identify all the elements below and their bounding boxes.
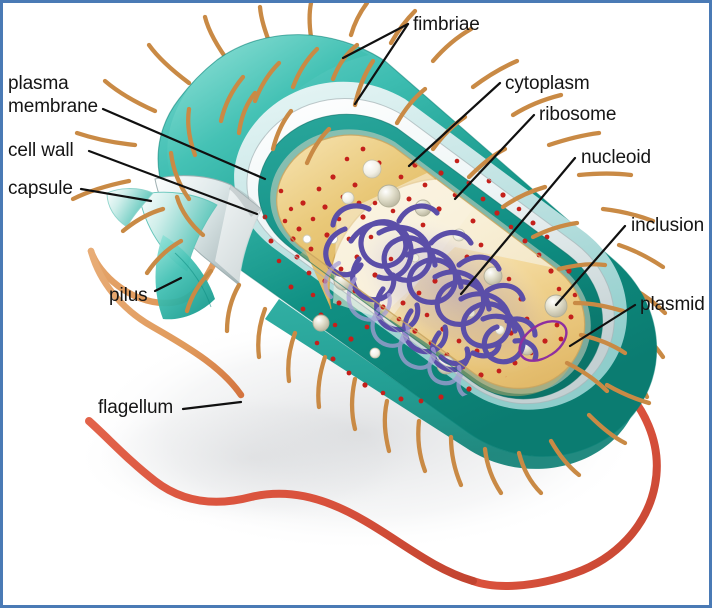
leader-nucleoid <box>459 156 577 296</box>
leader-ribosome <box>453 113 536 201</box>
leader-lines <box>79 22 637 411</box>
cut-edge-outlines <box>246 98 615 405</box>
fimbriae-front-layer <box>120 42 652 496</box>
leader-pilus <box>153 276 183 293</box>
cell-illustration <box>70 3 668 590</box>
label-plasmid: plasmid <box>640 294 705 315</box>
leader-fimbriae-a <box>341 22 410 60</box>
label-ribosome: ribosome <box>539 104 617 125</box>
label-nucleoid: nucleoid <box>581 147 651 168</box>
label-flagellum: flagellum <box>98 397 174 418</box>
leader-inclusion <box>554 224 627 307</box>
cell-wall-peeled-flap <box>106 175 262 320</box>
label-inclusion: inclusion <box>631 215 705 236</box>
label-pilus: pilus <box>109 285 148 306</box>
label-plasma_membrane: plasma <box>8 73 69 94</box>
leader-cytoplasm <box>407 81 502 168</box>
leader-capsule <box>79 187 153 203</box>
label-membrane_line2: membrane <box>8 96 99 117</box>
leader-flagellum <box>181 400 243 411</box>
cytoplasm-contents <box>262 146 578 404</box>
leader-cell-wall <box>87 149 259 216</box>
label-cell_wall: cell wall <box>8 140 74 161</box>
plasmid <box>518 320 568 362</box>
leader-plasma-membrane <box>101 107 267 181</box>
leader-plasmid <box>568 303 637 348</box>
leader-fimbriae-b <box>353 22 410 106</box>
label-cytoplasm: cytoplasm <box>505 73 590 94</box>
label-capsule: capsule <box>8 178 73 199</box>
nucleoid <box>323 203 539 373</box>
label-fimbriae: fimbriae <box>413 14 480 35</box>
